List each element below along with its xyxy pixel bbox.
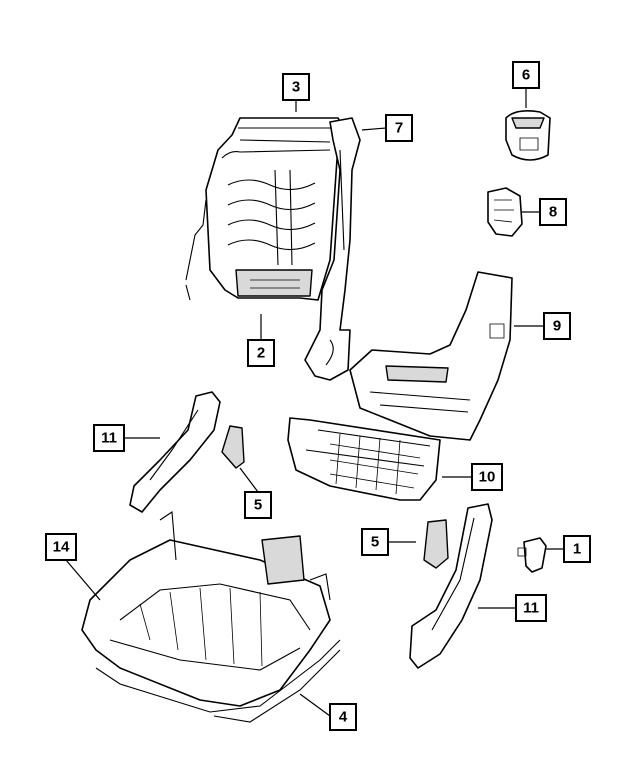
callout-4: 4 <box>329 703 357 731</box>
callout-14-label: 14 <box>53 539 70 556</box>
callout-5-upper-label: 5 <box>254 497 262 514</box>
callout-11-left: 11 <box>93 424 125 452</box>
side-shield-right <box>409 503 493 669</box>
callout-8-label: 8 <box>549 204 557 221</box>
leader-5a <box>239 467 259 493</box>
leader-14 <box>65 559 101 601</box>
bracket-part <box>487 187 523 237</box>
callout-7: 7 <box>385 114 413 142</box>
callout-2: 2 <box>247 339 275 367</box>
callout-3: 3 <box>282 73 310 101</box>
headrest-trim-part <box>505 110 551 161</box>
callout-14: 14 <box>45 533 77 561</box>
leader-7 <box>361 127 387 131</box>
side-shield-left <box>129 391 221 513</box>
callout-5-upper: 5 <box>244 491 272 519</box>
callout-10: 10 <box>471 463 503 491</box>
callout-8: 8 <box>539 198 567 226</box>
callout-6: 6 <box>512 61 540 89</box>
trim-piece-small-b <box>423 519 449 569</box>
callout-5-lower: 5 <box>361 528 389 556</box>
callout-7-label: 7 <box>395 120 403 137</box>
leader-4 <box>299 693 331 717</box>
seat-cushion-pan <box>287 417 441 501</box>
callout-11-left-label: 11 <box>101 430 117 447</box>
callout-1: 1 <box>563 535 591 563</box>
seat-back-frame <box>185 117 361 381</box>
callout-10-label: 10 <box>479 469 496 486</box>
callout-1-label: 1 <box>573 541 581 558</box>
leader-lines <box>65 88 564 717</box>
callout-9: 9 <box>543 312 571 340</box>
callout-3-label: 3 <box>292 79 300 96</box>
callout-11-right-label: 11 <box>523 600 539 617</box>
callout-5-lower-label: 5 <box>371 534 379 551</box>
trim-piece-small-a <box>221 425 245 469</box>
adjuster-knob-part <box>517 537 547 573</box>
seat-back-panel <box>349 271 513 441</box>
callout-9-label: 9 <box>553 318 561 335</box>
callout-11-right: 11 <box>515 594 547 622</box>
callout-4-label: 4 <box>339 709 348 726</box>
callout-2-label: 2 <box>257 345 265 362</box>
seat-track-base <box>81 511 341 723</box>
callout-6-label: 6 <box>522 67 530 84</box>
